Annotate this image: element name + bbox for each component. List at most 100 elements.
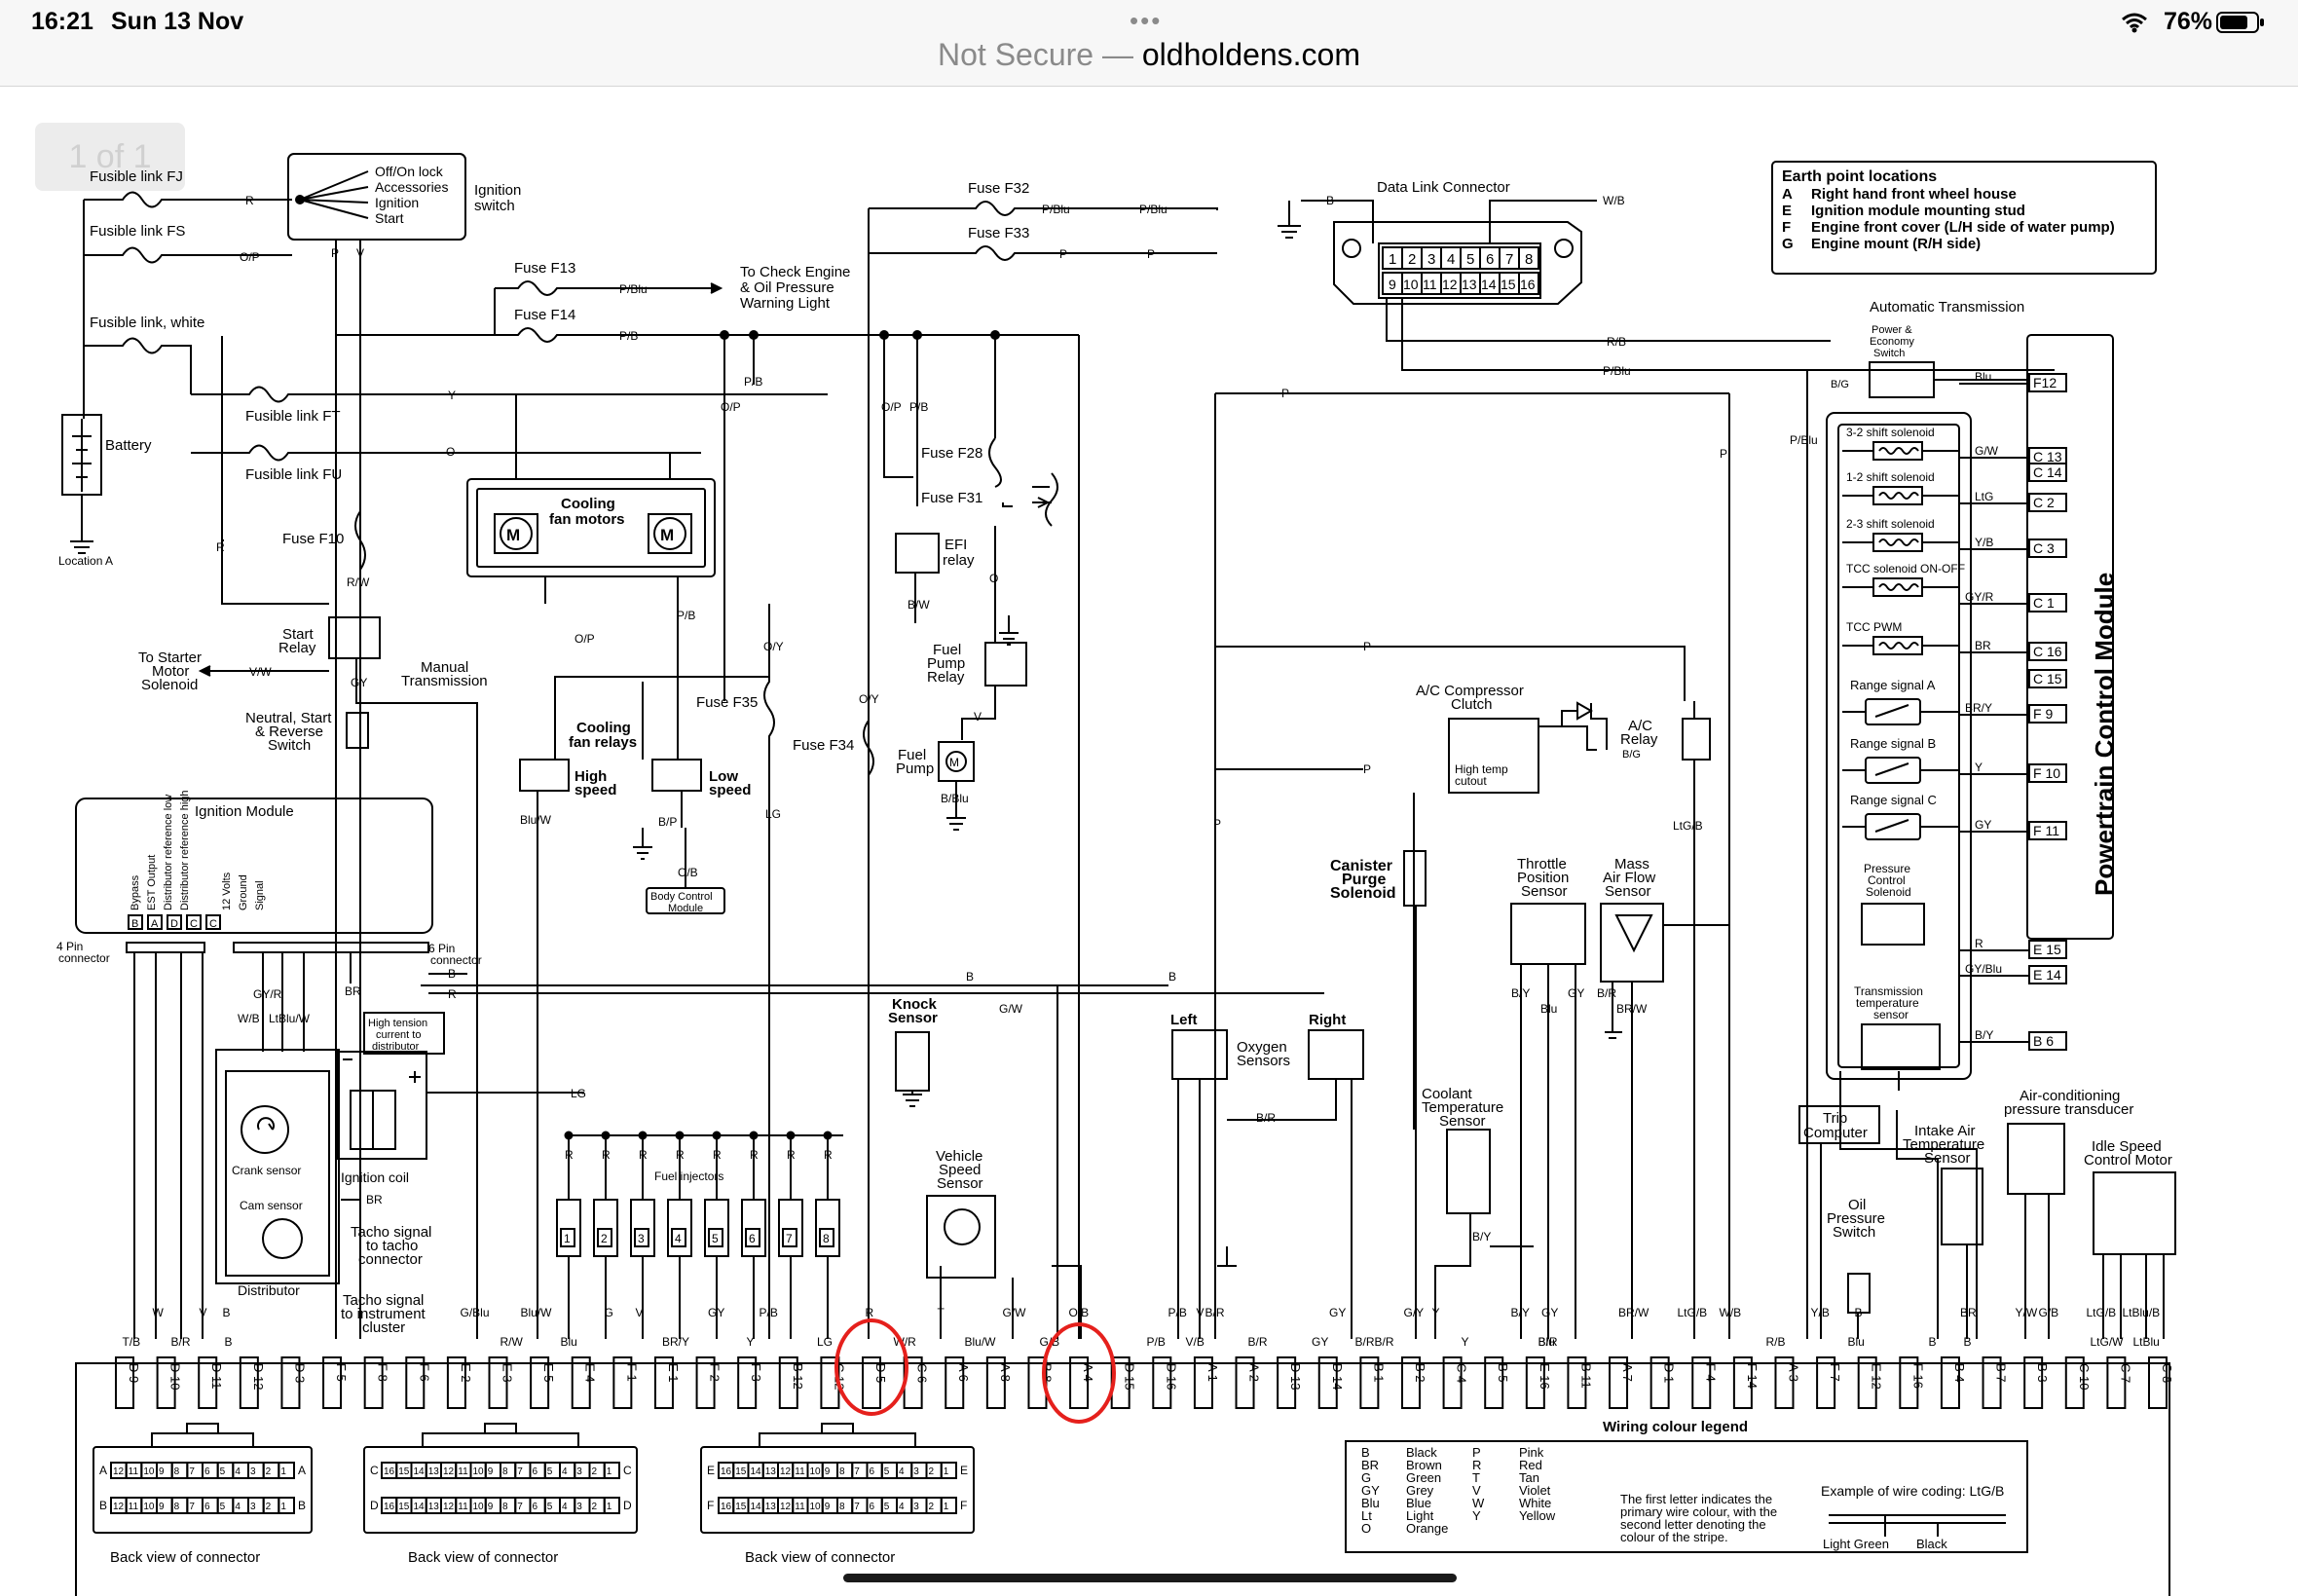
- wire-label: B: [1855, 1306, 1863, 1319]
- injector-number: 3: [638, 1232, 645, 1245]
- range-switch-contact: [1874, 704, 1909, 718]
- label-knock-0: Knock: [892, 996, 938, 1013]
- label-fuelpump-relay-0: Fuel: [933, 642, 961, 658]
- label-pressure-2: Solenoid: [1866, 885, 1911, 899]
- legend-note: second letter denoting the: [1620, 1517, 1766, 1532]
- dlc-pin-label: 4: [1447, 251, 1455, 268]
- pcm-connector-pin: [695, 1356, 716, 1409]
- pcm-connector-pin: [1152, 1356, 1172, 1409]
- ign-label-0: Ignition: [474, 182, 521, 199]
- label-canister-2: Solenoid: [1330, 885, 1396, 902]
- label-low-0: Low: [709, 768, 738, 785]
- ign-pos-3: Start: [375, 210, 404, 226]
- connector-cavity-number: 1: [944, 1466, 949, 1477]
- wire-label: GY: [1312, 1335, 1328, 1349]
- ignition-pin-label: 12 Volts: [221, 872, 233, 910]
- wire-label: B: [448, 967, 456, 981]
- connector-cavity-number: 5: [884, 1502, 890, 1512]
- wire-label: B/Y: [1511, 1306, 1530, 1319]
- label-check-engine-1: & Oil Pressure: [740, 279, 834, 296]
- pcm-connector-pin-label: F 2: [708, 1363, 723, 1382]
- connector-cavity-number: 2: [592, 1466, 598, 1477]
- earth-key: F: [1782, 219, 1791, 236]
- label-fuse-f33: Fuse F33: [968, 225, 1029, 241]
- pcm-connector-pin: [115, 1356, 134, 1409]
- wire-label: LtG/W: [2091, 1335, 2125, 1349]
- pcm-pin-label: C 2: [2033, 495, 2055, 510]
- wire-label: O/B: [678, 866, 698, 879]
- wire-label: G/B: [2039, 1306, 2059, 1319]
- wire-label: B/Y: [1975, 1028, 1993, 1042]
- label-canister-0: Canister: [1330, 858, 1392, 874]
- wire-label: Y/B: [1975, 536, 1993, 549]
- wire-label: P: [1281, 387, 1289, 400]
- label-maf-2: Sensor: [1605, 883, 1651, 900]
- label-maf-0: Mass: [1614, 856, 1649, 872]
- earth-text: Engine mount (R/H side): [1811, 236, 1981, 252]
- wire-label: LtBlu: [2133, 1335, 2160, 1349]
- label-manual-1: Transmission: [401, 673, 488, 689]
- solenoid-winding: [1878, 492, 1919, 500]
- pcm-connector-pin: [363, 1356, 384, 1409]
- earth-point-box: Earth point locations A Right hand front…: [1771, 161, 2157, 275]
- label-iat-1: Temperature: [1903, 1136, 1984, 1153]
- label-iat-2: Sensor: [1924, 1150, 1971, 1167]
- wire-label: Blu/W: [521, 1306, 553, 1319]
- label-coolant-2: Sensor: [1439, 1113, 1486, 1130]
- wire-label: R/W: [500, 1335, 524, 1349]
- wire-label: P/B: [619, 329, 638, 343]
- more-dots-icon[interactable]: •••: [1130, 6, 1163, 35]
- label-efi-1: relay: [943, 552, 975, 569]
- pcm-connector-pin-label: E 1: [666, 1363, 681, 1383]
- connector-cavity-number: 14: [751, 1502, 762, 1512]
- address-bar[interactable]: Not Secure — oldholdens.com: [925, 37, 1373, 73]
- wire-label: LtG/B: [1678, 1306, 1708, 1319]
- wire-label: GY/R: [1965, 590, 1994, 604]
- legend-name: Green: [1406, 1470, 1441, 1485]
- pcm-connector-pin: [862, 1356, 882, 1409]
- legend-code: Blu: [1361, 1496, 1380, 1510]
- legend-name: Blue: [1406, 1496, 1431, 1510]
- pcm-connector-pin: [1567, 1356, 1587, 1409]
- pcm-connector-pin-label: C 7: [2118, 1363, 2132, 1383]
- label-start-relay-0: Start: [282, 626, 315, 643]
- wire-label: B/R: [171, 1335, 191, 1349]
- connector-cavity-number: 8: [839, 1466, 845, 1477]
- wire-label: P: [1147, 247, 1155, 261]
- wire-label: Blu: [1538, 1335, 1555, 1349]
- label-o2-right: Right: [1309, 1012, 1346, 1028]
- wire-label: B: [1168, 970, 1176, 984]
- connector-row-letter: A: [298, 1464, 306, 1477]
- pcm-pin-label: F12: [2033, 375, 2057, 390]
- pcm-connector-pin: [1277, 1356, 1297, 1409]
- wire-label: B/R: [1375, 1335, 1394, 1349]
- label-starter-2: Solenoid: [141, 677, 198, 693]
- wiring-diagram: Fusible link FJ Fusible link FS Fusible …: [56, 153, 2176, 1596]
- label-maf-1: Air Flow: [1603, 870, 1655, 886]
- pcm-connector-pin: [571, 1356, 591, 1409]
- connector-cavity-number: 5: [547, 1466, 553, 1477]
- connector-cavity: [940, 1462, 957, 1479]
- wire-label: B/G: [1831, 379, 1849, 390]
- label-trans-temp-0: Transmission: [1854, 984, 1923, 998]
- horizontal-scrollbar[interactable]: [843, 1574, 1457, 1582]
- pcm-connector-pin-label: D 9: [127, 1363, 141, 1383]
- wire-label: B/R: [1248, 1335, 1268, 1349]
- wire-label: R/B: [1607, 335, 1626, 349]
- wire-label: B/G: [1622, 749, 1641, 761]
- pcm-pin-label: C 14: [2033, 464, 2062, 480]
- pcm-connector-pin: [1982, 1356, 2002, 1409]
- connector-cavity-number: 7: [189, 1466, 195, 1477]
- label-auto-trans: Automatic Transmission: [1870, 299, 2024, 315]
- pcm-connector-pin-label: B 11: [1578, 1363, 1593, 1389]
- label-fuelpump-relay-1: Pump: [927, 655, 965, 672]
- wire-label: GY/R: [253, 987, 282, 1001]
- dlc-pin-label: 10: [1403, 277, 1419, 292]
- label-fuelpump-1: Pump: [896, 761, 934, 777]
- injector-number-box: [745, 1228, 760, 1247]
- label-manual-0: Manual: [421, 659, 468, 676]
- wire-label: BR: [345, 984, 361, 998]
- label-oil-1: Pressure: [1827, 1210, 1885, 1227]
- solenoid-coil: [1872, 441, 1923, 461]
